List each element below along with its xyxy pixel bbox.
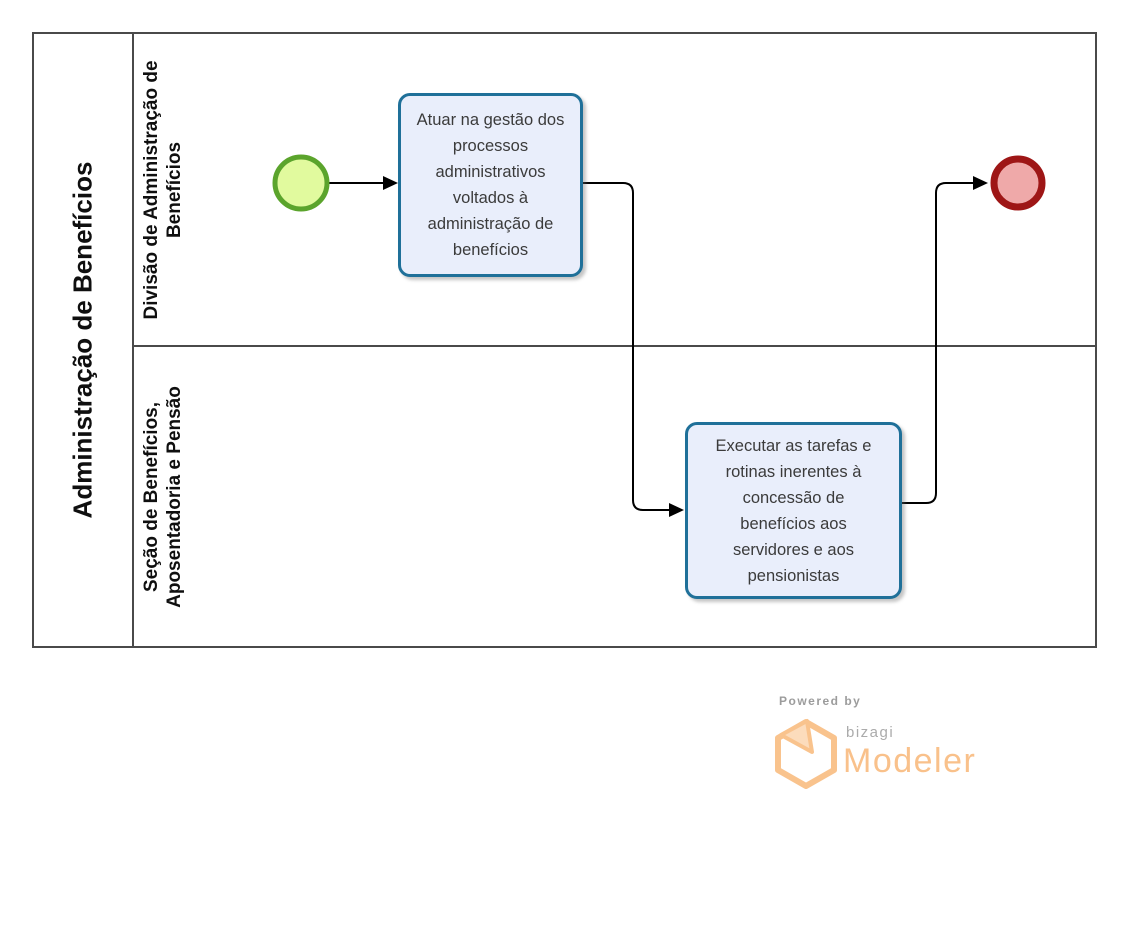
lane-divisao-de-administracao: Divisão de Administração de Benefícios [134,34,1095,347]
lanes-container: Divisão de Administração de Benefícios S… [134,34,1095,646]
bizagi-modeler-branding: Powered by bizagi Modeler [770,692,1030,797]
bizagi-brand-text: bizagi [846,724,895,741]
pool-header: Administração de Benefícios [34,34,134,646]
task-label: Executar as tarefas e rotinas inerentes … [715,436,872,585]
sequence-flow-task1-to-task2 [583,182,684,517]
sequence-flow-start-to-task1 [329,176,398,190]
arrowhead-icon [973,176,988,190]
task-executar-tarefas: Executar as tarefas e rotinas inerentes … [685,422,902,599]
powered-by-text: Powered by [779,694,862,708]
sequence-flow-task2-to-end [901,176,988,504]
task-label: Atuar na gestão dos processos administra… [416,111,565,259]
modeler-product-text: Modeler [843,742,977,780]
end-event [990,155,1046,211]
bizagi-logo-icon [775,719,837,789]
arrowhead-icon [669,503,684,517]
arrowhead-icon [383,176,398,190]
task-atuar-na-gestao: Atuar na gestão dos processos administra… [398,93,583,277]
start-event [272,154,330,212]
